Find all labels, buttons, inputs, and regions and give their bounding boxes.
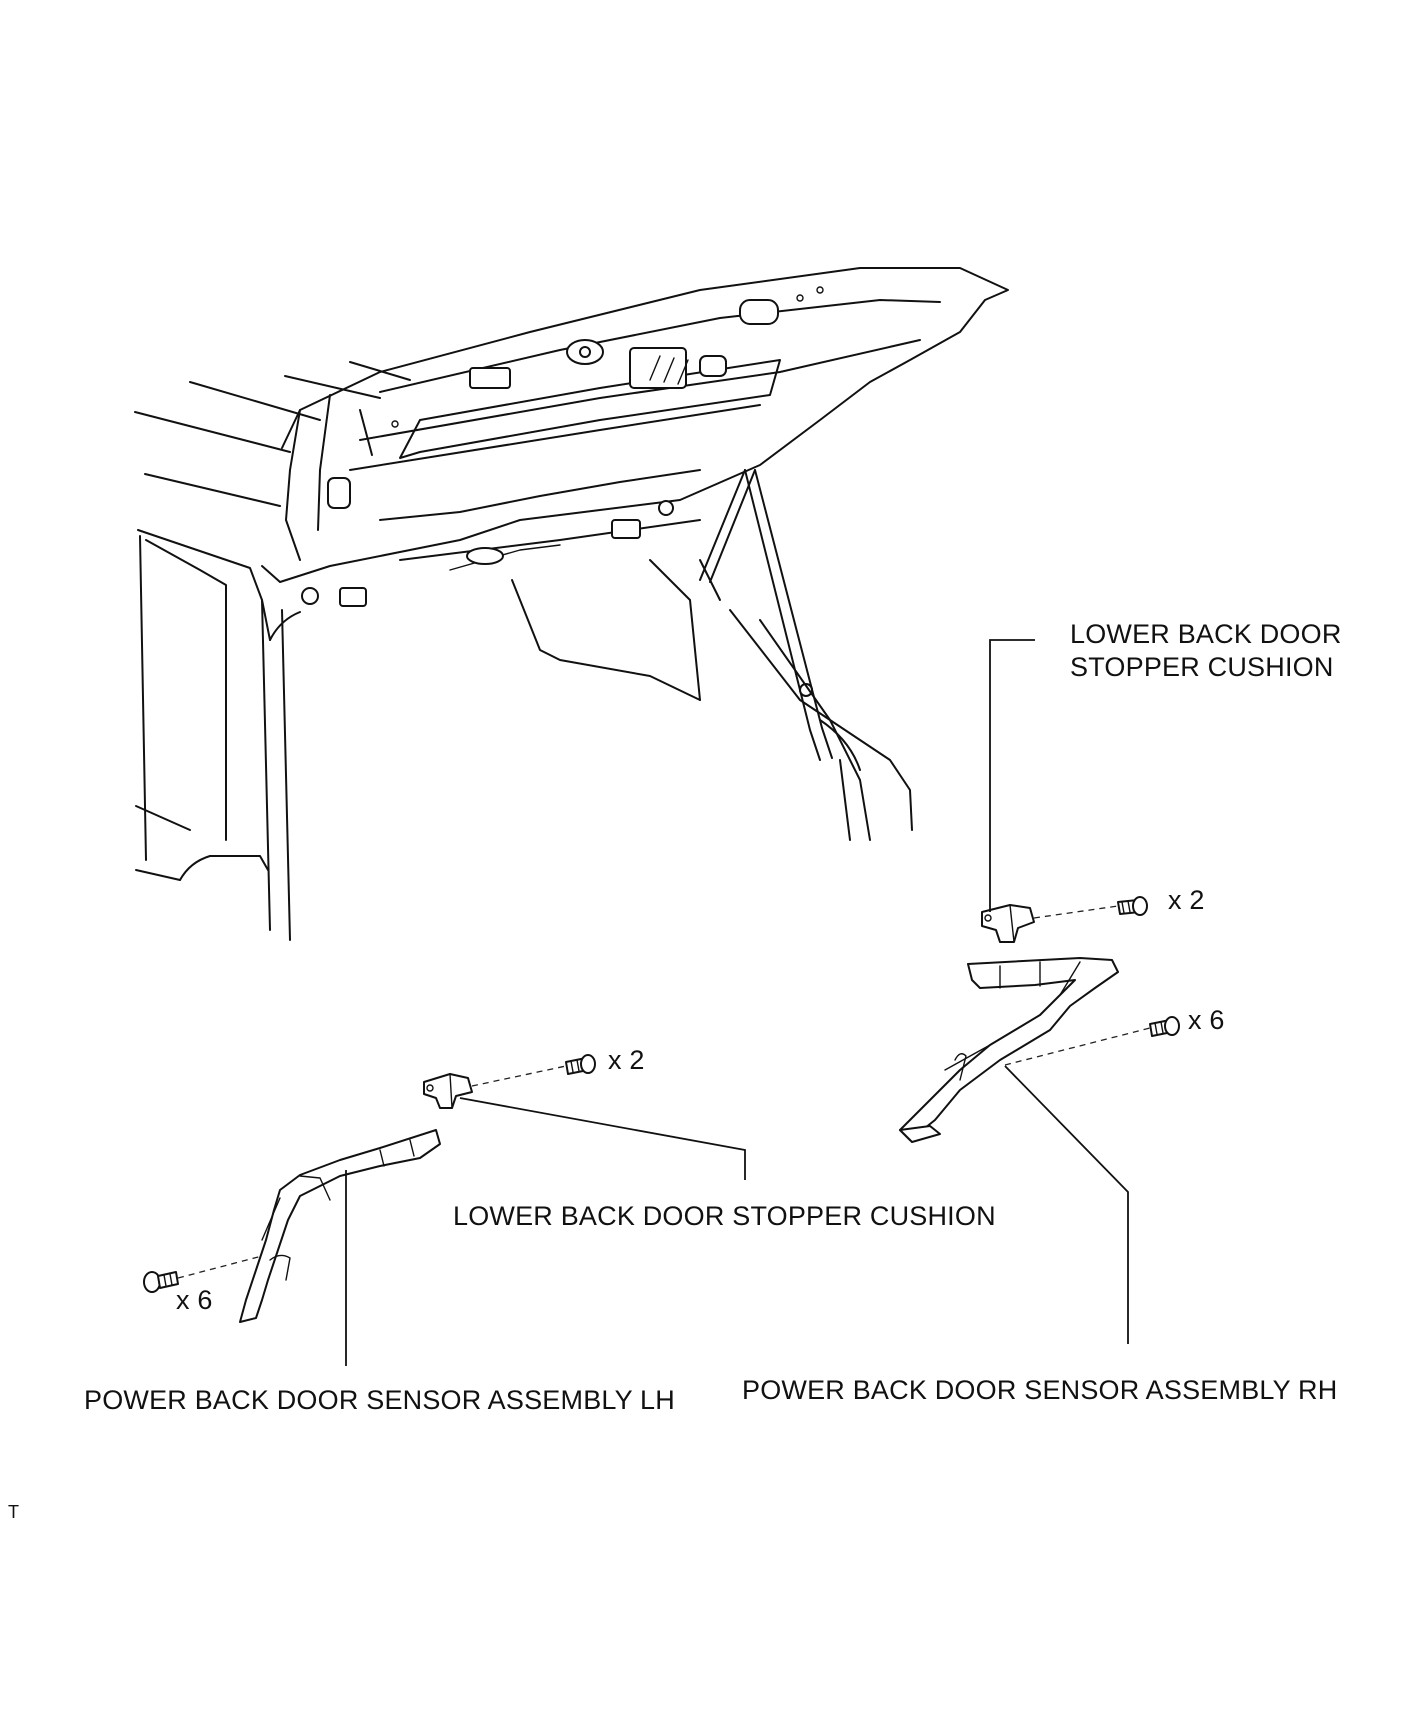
rh-cushion-screw-icon (1117, 896, 1148, 916)
rh-cushion-screw-qty: x 2 (1168, 885, 1205, 915)
lh-cushion-label: LOWER BACK DOOR STOPPER CUSHION (453, 1201, 996, 1231)
rh-sensor-screw-guide (1004, 1027, 1151, 1066)
lh-sensor-screw-guide (177, 1255, 263, 1279)
lh-sensor-assembly (239, 1129, 441, 1323)
rh-cushion-label-line2: STOPPER CUSHION (1070, 652, 1334, 682)
lh-cushion-screw-icon (565, 1054, 596, 1075)
lh-stopper-cushion (423, 1073, 473, 1109)
rh-stopper-cushion (981, 904, 1035, 943)
rh-cushion-screw-guide (1033, 905, 1119, 919)
rh-sensor-label: POWER BACK DOOR SENSOR ASSEMBLY RH (742, 1375, 1338, 1405)
corner-mark: T (8, 1502, 20, 1522)
lh-cushion-screw-guide (471, 1065, 567, 1087)
rh-cushion-label-line1: LOWER BACK DOOR (1070, 619, 1342, 649)
rh-sensor-screw-icon (1149, 1016, 1180, 1037)
vehicle-body-illustration (134, 267, 1009, 941)
rh-sensor-assembly (899, 957, 1119, 1143)
leader-rh-cushion (989, 639, 1035, 912)
lh-cushion-screw-qty: x 2 (608, 1045, 645, 1075)
leader-lh-cushion (459, 1097, 746, 1180)
lh-sensor-screw-icon (143, 1271, 179, 1293)
rh-sensor-screw-qty: x 6 (1188, 1005, 1225, 1035)
lh-sensor-label: POWER BACK DOOR SENSOR ASSEMBLY LH (84, 1385, 675, 1415)
leader-rh-sensor (1004, 1065, 1129, 1344)
lh-sensor-screw-qty: x 6 (176, 1285, 213, 1315)
